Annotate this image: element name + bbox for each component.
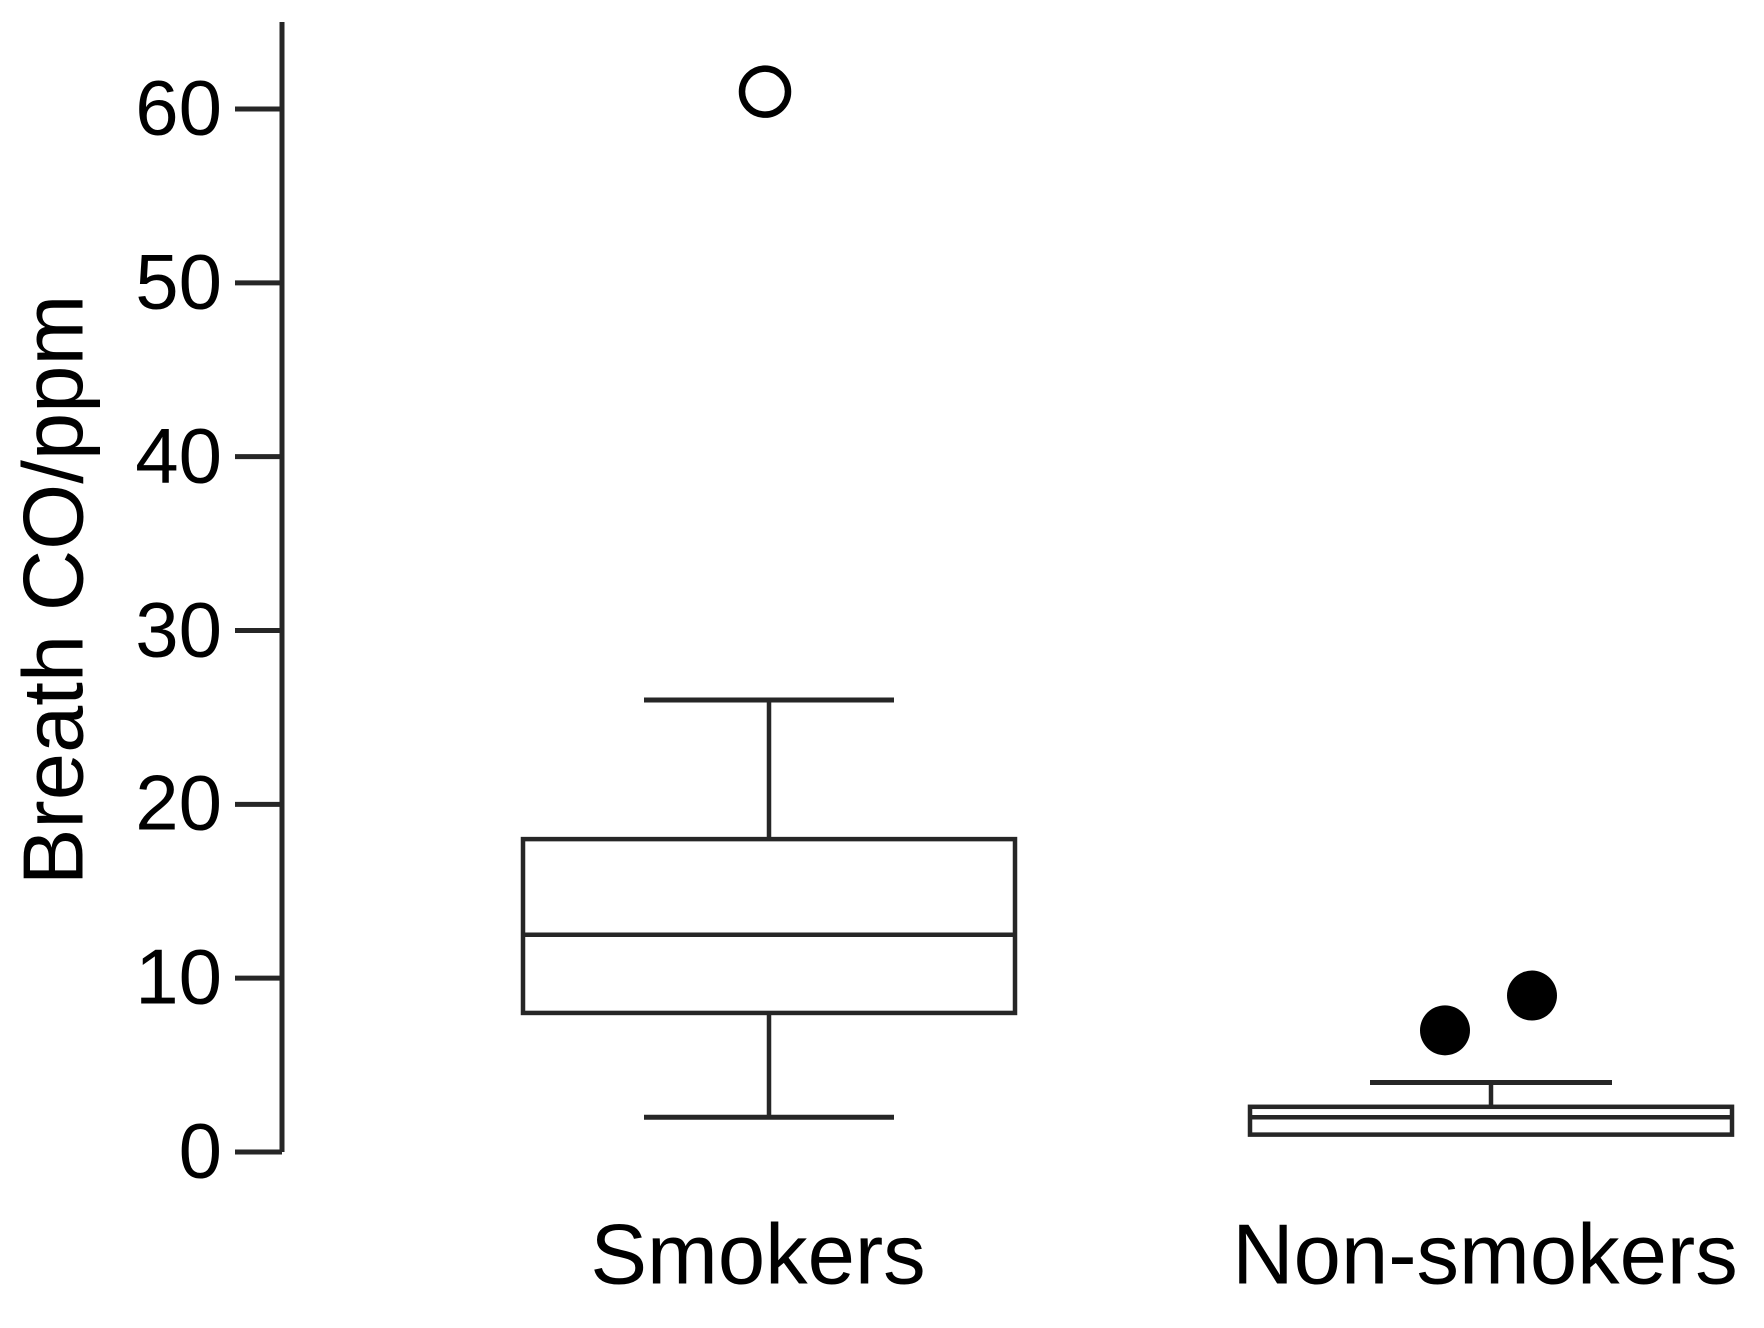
category-label-non-smokers: Non-smokers	[1232, 1207, 1738, 1303]
y-tick-label: 10	[135, 932, 222, 1021]
y-tick-label: 20	[135, 758, 222, 847]
y-tick-label: 50	[135, 237, 222, 326]
outlier-filled-circle	[1507, 970, 1557, 1021]
y-tick-label: 30	[135, 584, 222, 673]
y-tick-label: 60	[135, 63, 222, 152]
y-tick-label: 0	[178, 1106, 222, 1195]
outlier-filled-circle	[1420, 1005, 1470, 1056]
iqr-box	[1247, 1104, 1735, 1137]
outlier-open-circle	[738, 65, 792, 118]
y-tick-label: 40	[135, 411, 222, 500]
category-label-smokers: Smokers	[590, 1207, 926, 1303]
iqr-box	[520, 836, 1018, 1016]
